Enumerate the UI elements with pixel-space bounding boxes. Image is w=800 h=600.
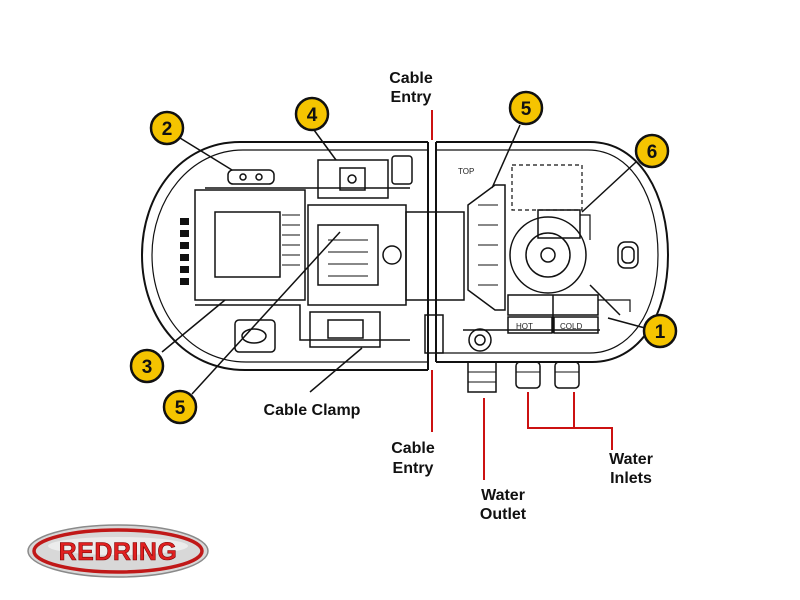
leader-1 — [607, 317, 646, 329]
callout-6-number: 6 — [647, 142, 658, 163]
callout-2: 2 — [149, 110, 185, 146]
cable-clamp-label: Cable Clamp — [264, 402, 361, 419]
right-internals — [424, 164, 639, 393]
leader-4 — [313, 129, 337, 161]
cable-entry-top-label-line2: Entry — [391, 89, 432, 106]
leader-2 — [179, 137, 233, 171]
water-inlets-label-line1: Water — [609, 451, 653, 468]
callout-2-number: 2 — [162, 119, 173, 140]
leader-5a — [491, 124, 521, 189]
red-leaders — [431, 110, 613, 480]
leader-5b — [191, 231, 341, 395]
left-internals — [180, 155, 465, 353]
leader-cable-clamp — [309, 347, 363, 393]
hot-marking: HOT — [516, 322, 533, 331]
redring-logo: REDRING — [27, 524, 209, 578]
unit-housing — [140, 141, 670, 371]
cable-entry-bottom-label-line2: Entry — [393, 460, 434, 477]
terminal-strip — [180, 218, 189, 285]
leader-6 — [581, 161, 637, 213]
leader-3 — [161, 299, 226, 353]
callout-3: 3 — [129, 348, 165, 384]
callout-1: 1 — [642, 313, 678, 349]
water-outlet-label-line1: Water — [481, 487, 525, 504]
callout-5-top: 5 — [508, 90, 544, 126]
callout-5-top-number: 5 — [521, 99, 532, 120]
cable-entry-top-label-line1: Cable — [389, 70, 433, 87]
cold-marking: COLD — [560, 322, 582, 331]
callout-3-number: 3 — [142, 357, 153, 378]
callout-leaders — [161, 124, 646, 395]
callout-4-number: 4 — [307, 105, 318, 126]
logo-text: REDRING — [59, 538, 178, 566]
callout-5-bottom: 5 — [162, 389, 198, 425]
water-outlet-label-line2: Outlet — [480, 506, 527, 523]
leader-water-inlets — [527, 392, 613, 450]
callout-6: 6 — [634, 133, 670, 169]
top-marking: TOP — [458, 167, 474, 176]
callout-1-number: 1 — [655, 322, 666, 343]
callout-4: 4 — [294, 96, 330, 132]
cable-entry-bottom-label-line1: Cable — [391, 440, 435, 457]
water-inlets-label-line2: Inlets — [610, 470, 652, 487]
callout-5-bottom-number: 5 — [175, 398, 186, 419]
